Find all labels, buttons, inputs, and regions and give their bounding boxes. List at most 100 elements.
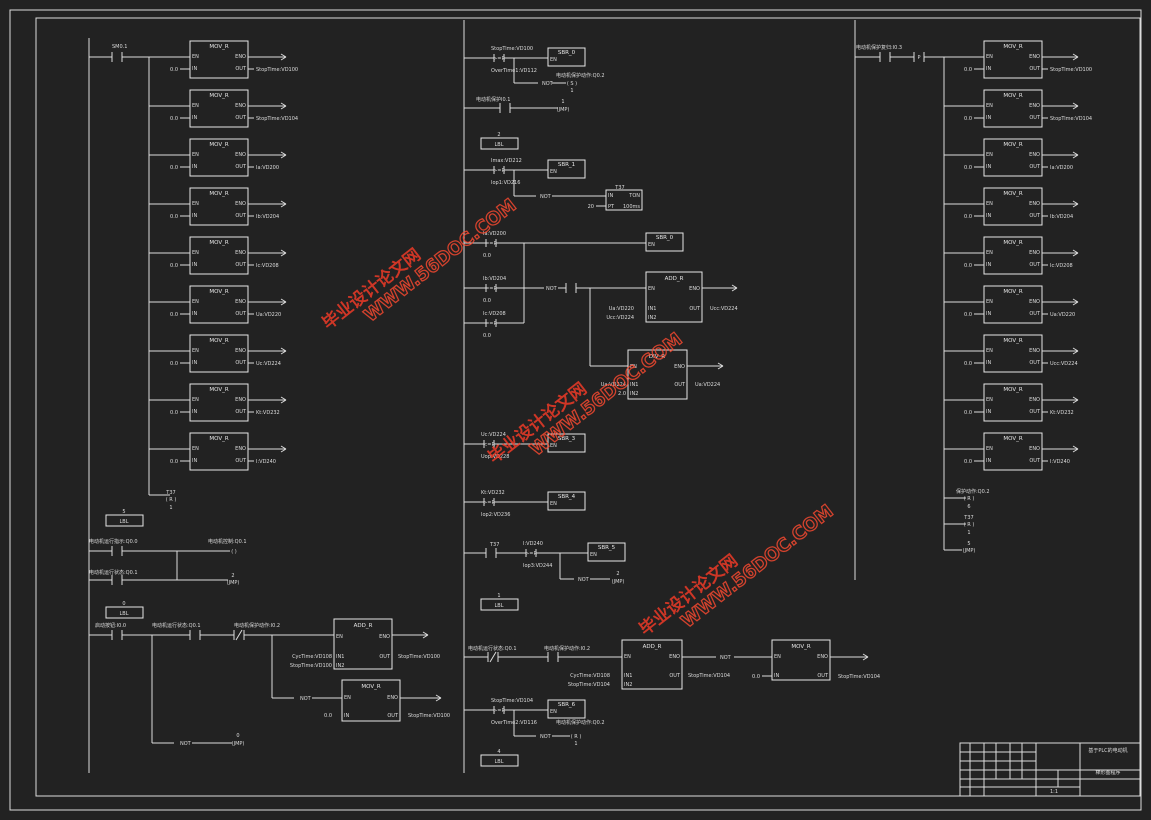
arrow-head: [280, 56, 287, 61]
pin: IN: [192, 164, 197, 170]
pin: PT: [608, 204, 615, 210]
block-title: ADD_R: [354, 623, 373, 629]
pin: ENO: [817, 654, 828, 660]
pin: ENO: [1029, 397, 1040, 403]
contact-label: 电动机保护复归:I0.3: [856, 44, 902, 51]
add-out: StopTime:VD104: [688, 673, 730, 679]
not: NOT: [540, 194, 552, 200]
block-title: MOV_R: [361, 684, 380, 690]
contact-label: 启动按钮:I0.0: [95, 622, 126, 629]
sbr-title: SBR_4: [558, 494, 576, 500]
mov-out: I:VD240: [1050, 459, 1070, 465]
mov-out: Ua:VD220: [1050, 312, 1075, 318]
pin: ENO: [1029, 103, 1040, 109]
timer-pt: 20: [588, 204, 594, 210]
mov-block: [189, 138, 249, 177]
compare-a: Imax:VD212: [491, 158, 522, 164]
arrow-head: [422, 631, 429, 636]
pin: OUT: [235, 360, 247, 366]
project-name: 基于PLC的电动机: [1088, 747, 1127, 754]
pin: OUT: [1029, 458, 1041, 464]
mov-block: [983, 187, 1043, 226]
block-title: MOV_R: [1003, 289, 1022, 295]
contact-label: 电动机运行状态:Q0.1: [152, 622, 201, 629]
pin: IN1: [624, 673, 632, 679]
arrow-head: [731, 284, 738, 289]
contact-label: 电动机保护动作:I0.2: [234, 622, 280, 629]
pin: OUT: [674, 382, 686, 388]
sbr-block: [547, 159, 586, 179]
arrow-head: [1072, 399, 1079, 404]
pulse: P: [917, 55, 920, 61]
lbl-text: LBL: [494, 142, 503, 148]
add-block: [621, 639, 683, 690]
pin: ENO: [235, 201, 246, 207]
contact-label: 电动机运行指示:Q0.0: [89, 538, 138, 545]
pin: IN: [986, 311, 991, 317]
pin: IN: [986, 164, 991, 170]
arrow-head: [1072, 200, 1079, 205]
pin: EN: [550, 169, 557, 175]
compare-a: Ib:VD204: [483, 276, 506, 282]
mov-block: [189, 89, 249, 128]
mov-in: 0.0: [964, 459, 972, 465]
mov-in: 0.0: [964, 361, 972, 367]
div-in1: Ua:VD224: [601, 382, 626, 388]
block-title: MOV_R: [1003, 338, 1022, 344]
mov-block: [771, 639, 831, 681]
arrow-head: [1072, 53, 1079, 58]
pin: OUT: [235, 115, 247, 121]
block-title: MOV_R: [1003, 387, 1022, 393]
arrow-head: [280, 445, 287, 450]
add-out: StopTime:VD100: [398, 654, 440, 660]
pin: IN: [192, 213, 197, 219]
jmp: (JMP): [963, 548, 976, 554]
pin: ENO: [669, 654, 680, 660]
pin: EN: [986, 446, 993, 452]
arrow-head: [1072, 298, 1079, 303]
lbl-n: 2: [497, 132, 500, 138]
pin: EN: [550, 709, 557, 715]
pin: IN: [192, 360, 197, 366]
pin: OUT: [1029, 360, 1041, 366]
arrow-head: [1072, 105, 1079, 110]
arrow-head: [280, 347, 287, 352]
pin: ENO: [235, 299, 246, 305]
pin: IN: [192, 311, 197, 317]
pin: EN: [192, 397, 199, 403]
block-title: MOV_R: [209, 289, 228, 295]
compare-a: I:VD240: [523, 541, 543, 547]
pin: ENO: [1029, 299, 1040, 305]
arrow-head: [1072, 56, 1079, 61]
pin: ENO: [1029, 250, 1040, 256]
add-in1: CycTime:VD108: [292, 654, 332, 660]
pin: EN: [590, 552, 597, 558]
div-in2: 2.0: [618, 391, 626, 397]
mov-block: [983, 138, 1043, 177]
jmp-n: 1: [561, 99, 564, 105]
pin: ENO: [235, 397, 246, 403]
mov-block: [341, 679, 401, 722]
lbl-1: [480, 598, 519, 611]
mov-in: 0.0: [964, 312, 972, 318]
pin: OUT: [1029, 213, 1041, 219]
arrow-head: [1072, 252, 1079, 257]
pin: ENO: [235, 250, 246, 256]
add-block: [333, 618, 393, 670]
arrow-head: [280, 102, 287, 107]
mov-in: 0.0: [170, 459, 178, 465]
block-title: ADD_R: [665, 276, 684, 282]
mov-in: 0.0: [170, 312, 178, 318]
coil: ( S ): [567, 81, 577, 87]
arrow-head: [280, 298, 287, 303]
pin: 100ms: [623, 204, 640, 210]
lbl-5: [105, 514, 144, 527]
timer-block: [605, 189, 643, 211]
arrow-head: [435, 697, 442, 702]
pin: EN: [192, 152, 199, 158]
coil: ( R ): [964, 496, 975, 502]
pin: EN: [986, 299, 993, 305]
not: NOT: [542, 81, 554, 87]
coil: ( R ): [571, 734, 582, 740]
